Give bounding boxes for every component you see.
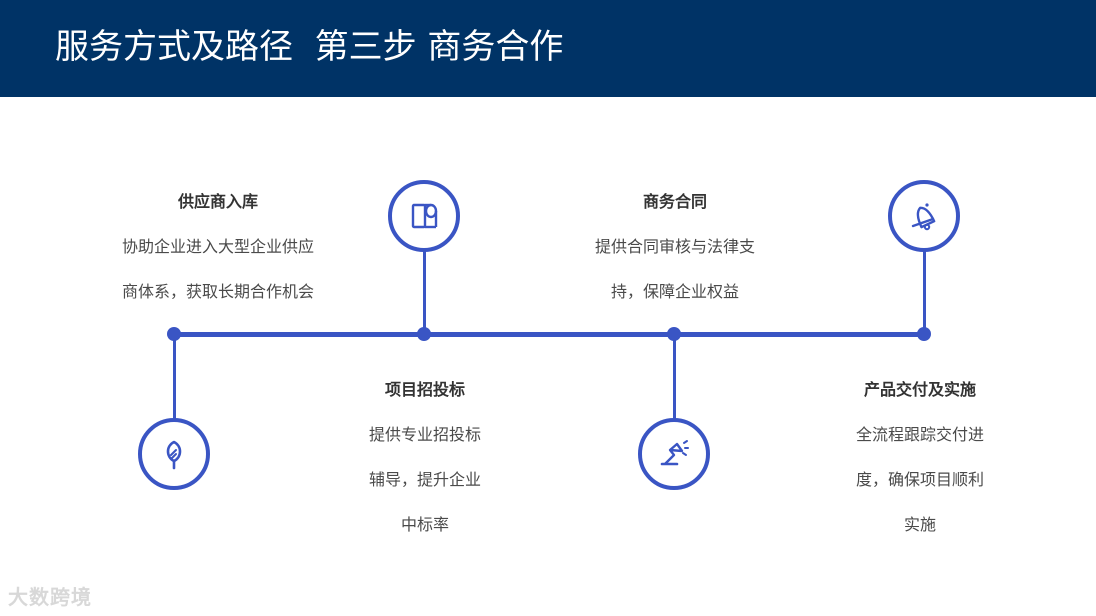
bell-icon — [911, 203, 936, 231]
scroll-icon — [411, 203, 438, 229]
watermark: 大数跨境 — [8, 581, 92, 610]
step-3-line-2: 持，保障企业权益 — [610, 282, 739, 301]
stem-3 — [673, 336, 676, 422]
stem-2 — [423, 246, 426, 334]
timeline-dot-1 — [167, 327, 181, 341]
step-2-line-3: 中标率 — [400, 515, 449, 534]
stem-4 — [923, 246, 926, 334]
step-4-line-1: 全流程跟踪交付进 — [855, 425, 984, 444]
title-bar: 服务方式及路径 第三步 商务合作 — [0, 0, 1096, 97]
timeline-dot-3 — [667, 327, 681, 341]
timeline-dot-4 — [917, 327, 931, 341]
timeline-dot-2 — [417, 327, 431, 341]
step-1-block: 供应商入库 协助企业进入大型企业供应 商体系，获取长期合作机会 — [108, 191, 328, 303]
step-1-line-1: 协助企业进入大型企业供应 — [121, 237, 314, 256]
step-2-line-2: 辅导，提升企业 — [368, 470, 481, 489]
step-1-icon-circle — [138, 418, 210, 490]
watermark-text: 大数跨境 — [8, 585, 92, 609]
stem-1 — [173, 336, 176, 422]
step-2-icon-circle — [388, 180, 460, 252]
leaf-icon — [166, 440, 182, 470]
step-3-icon-circle — [638, 418, 710, 490]
timeline-line — [174, 332, 926, 337]
lamp-icon — [660, 440, 689, 466]
step-4-line-2: 度，确保项目顺利 — [855, 470, 984, 489]
step-3-line-1: 提供合同审核与法律支 — [594, 237, 755, 256]
page-title: 服务方式及路径 第三步 商务合作 — [55, 27, 564, 67]
step-3-block: 商务合同 提供合同审核与法律支 持，保障企业权益 — [570, 191, 780, 303]
step-3-title: 商务合同 — [642, 192, 707, 211]
step-4-title: 产品交付及实施 — [863, 380, 976, 399]
step-4-icon-circle — [888, 180, 960, 252]
step-2-line-1: 提供专业招投标 — [368, 425, 481, 444]
step-2-block: 项目招投标 提供专业招投标 辅导，提升企业 中标率 — [330, 379, 520, 536]
step-1-title: 供应商入库 — [177, 192, 258, 211]
step-1-line-2: 商体系，获取长期合作机会 — [121, 282, 314, 301]
step-4-line-3: 实施 — [903, 515, 936, 534]
step-2-title: 项目招投标 — [384, 380, 465, 399]
step-4-block: 产品交付及实施 全流程跟踪交付进 度，确保项目顺利 实施 — [820, 379, 1020, 536]
